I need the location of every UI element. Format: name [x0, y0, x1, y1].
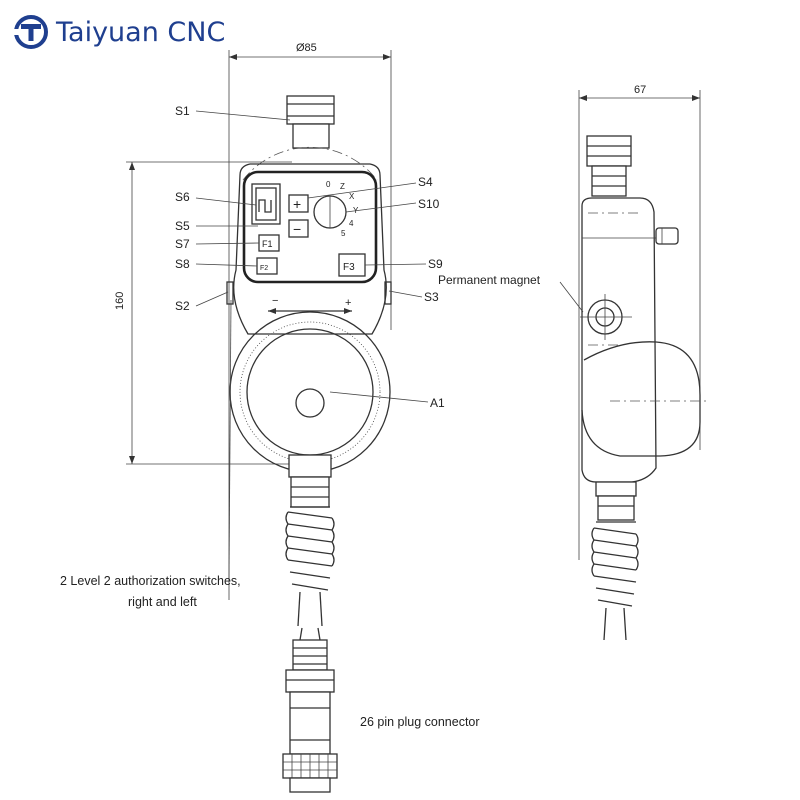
label-s8: S8 [175, 257, 190, 271]
axis-label-5: 5 [341, 229, 346, 238]
axis-label-4: 4 [349, 219, 354, 228]
label-s6: S6 [175, 190, 190, 204]
label-s4: S4 [418, 175, 433, 189]
plus-key: + [293, 196, 301, 212]
f2-key-label: F2 [260, 265, 268, 272]
auth-switches-label-2: right and left [128, 595, 197, 609]
f3-key-label: F3 [343, 262, 355, 273]
tc-logo-icon [12, 15, 48, 49]
auth-switches-label-1: 2 Level 2 authorization switches, [60, 574, 241, 588]
brand-name: Taiyuan CNC [56, 16, 226, 48]
height-dimension: 160 [114, 292, 126, 310]
svg-text:+: + [345, 297, 351, 309]
front-view: Ø85 160 + − 0 Z X Y 4 [114, 42, 392, 627]
permanent-magnet-label: Permanent magnet [438, 273, 541, 287]
label-s9: S9 [428, 257, 443, 271]
width-dimension: Ø85 [296, 42, 317, 54]
depth-dimension: 67 [634, 84, 646, 96]
axis-label-z: Z [340, 182, 345, 191]
side-view: 67 [578, 84, 710, 641]
label-s1: S1 [175, 104, 190, 118]
label-s5: S5 [175, 219, 190, 233]
label-s2: S2 [175, 299, 190, 313]
brand: Taiyuan CNC [12, 12, 225, 52]
svg-text:−: − [272, 295, 278, 307]
minus-key: − [293, 221, 301, 237]
labels: S1 S6 S5 S7 S8 S2 S4 S10 S9 S3 A1 Perman… [60, 104, 541, 729]
label-s10: S10 [418, 197, 440, 211]
label-s3: S3 [424, 290, 439, 304]
plug-connector-label: 26 pin plug connector [360, 715, 480, 729]
plug-connector [282, 627, 338, 793]
label-s7: S7 [175, 237, 190, 251]
f1-key-label: F1 [262, 239, 273, 249]
label-a1: A1 [430, 396, 445, 410]
front-leaders [195, 110, 429, 581]
axis-label-x: X [349, 192, 355, 201]
axis-label-0: 0 [326, 180, 331, 189]
